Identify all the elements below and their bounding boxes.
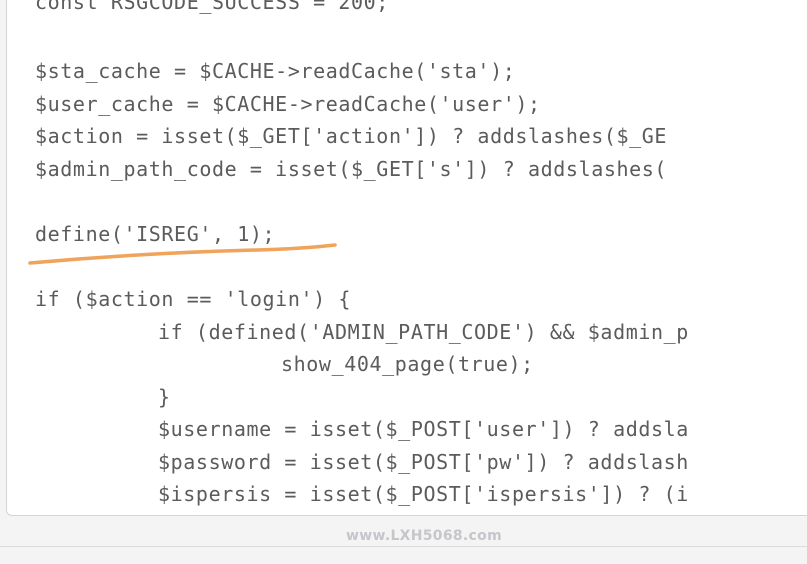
code-line-1: const RSGCODE_SUCCESS = 200; — [35, 0, 389, 14]
code-line-5: $action = isset($_GET['action']) ? addsl… — [35, 124, 668, 148]
code-line-16: $ispersis = isset($_POST['ispersis']) ? … — [158, 482, 689, 506]
code-line-8-define: define('ISREG', 1); — [35, 222, 276, 246]
code-line-4: $user_cache = $CACHE->readCache('user'); — [35, 92, 541, 116]
code-line-11: if (defined('ADMIN_PATH_CODE') && $admin… — [158, 320, 689, 344]
code-line-13: } — [158, 385, 171, 409]
footer-bar — [0, 516, 807, 564]
code-line-14: $username = isset($_POST['user']) ? adds… — [158, 417, 689, 441]
footer-divider — [0, 546, 807, 547]
code-line-10: if ($action == 'login') { — [35, 287, 352, 311]
code-line-6: $admin_path_code = isset($_GET['s']) ? a… — [35, 157, 668, 181]
code-line-3: $sta_cache = $CACHE->readCache('sta'); — [35, 59, 516, 83]
site-watermark: www.LXH5068.com — [346, 528, 502, 544]
code-line-12: show_404_page(true); — [281, 352, 534, 376]
code-viewer-panel: const RSGCODE_SUCCESS = 200; $sta_cache … — [6, 0, 807, 516]
code-line-15: $password = isset($_POST['pw']) ? addsla… — [158, 450, 689, 474]
